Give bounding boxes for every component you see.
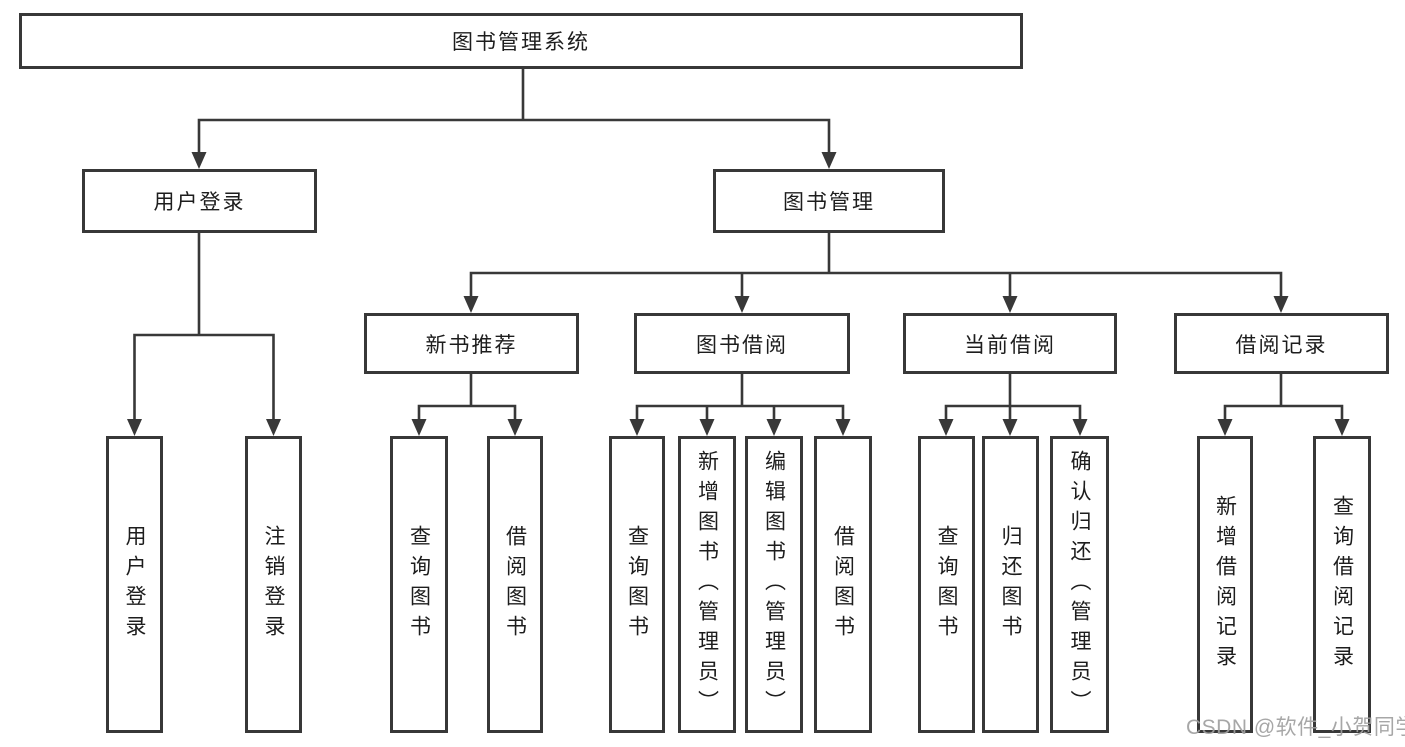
connector-borrowrecords-children bbox=[1217, 372, 1350, 436]
node-new-book-recommend: 新书推荐 bbox=[364, 313, 579, 374]
node-leaf-bb-edit-book: 编辑图书（管理员） bbox=[745, 436, 803, 733]
node-user-login: 用户登录 bbox=[82, 169, 317, 233]
arrowhead bbox=[191, 152, 837, 169]
node-leaf-cb-confirm-return-label: 确认归还（管理员） bbox=[1068, 449, 1091, 720]
connector-line bbox=[417, 372, 517, 422]
node-leaf-user-login: 用户登录 bbox=[106, 436, 163, 733]
node-leaf-bb-add-book: 新增图书（管理员） bbox=[678, 436, 736, 733]
node-leaf-bb-query-book-label: 查询图书 bbox=[625, 524, 649, 645]
connector-line bbox=[133, 231, 275, 422]
node-leaf-rec-query-book-label: 查询图书 bbox=[407, 524, 431, 645]
node-leaf-br-add-record: 新增借阅记录 bbox=[1197, 436, 1253, 733]
node-leaf-br-query-record: 查询借阅记录 bbox=[1313, 436, 1371, 733]
connector-newbookrec-children bbox=[411, 372, 523, 436]
connector-line bbox=[635, 372, 845, 422]
arrowhead bbox=[629, 419, 851, 436]
arrowhead bbox=[1217, 419, 1350, 436]
node-borrow-records-label: 借阅记录 bbox=[1235, 333, 1328, 357]
connector-currentborrow-children bbox=[938, 372, 1088, 436]
node-borrow-records: 借阅记录 bbox=[1174, 313, 1389, 374]
node-book-management-label: 图书管理 bbox=[783, 191, 875, 214]
node-book-management: 图书管理 bbox=[713, 169, 945, 233]
node-leaf-bb-add-book-label: 新增图书（管理员） bbox=[695, 449, 719, 720]
node-leaf-rec-borrow-book: 借阅图书 bbox=[487, 436, 543, 733]
node-leaf-cb-return-book-label: 归还图书 bbox=[999, 524, 1022, 645]
connector-root-to-level2 bbox=[191, 67, 837, 169]
node-user-login-label: 用户登录 bbox=[153, 191, 246, 214]
node-root-label: 图书管理系统 bbox=[452, 31, 590, 54]
node-leaf-bb-query-book: 查询图书 bbox=[609, 436, 665, 733]
node-leaf-br-add-record-label: 新增借阅记录 bbox=[1213, 494, 1237, 675]
node-leaf-bb-borrow-book: 借阅图书 bbox=[814, 436, 872, 733]
arrowhead bbox=[463, 296, 1289, 313]
node-leaf-logout: 注销登录 bbox=[245, 436, 302, 733]
node-leaf-bb-edit-book-label: 编辑图书（管理员） bbox=[762, 449, 786, 720]
csdn-watermark: CSDN @软件_小贺同学 bbox=[1186, 716, 1405, 739]
node-leaf-br-query-record-label: 查询借阅记录 bbox=[1330, 494, 1354, 675]
connector-userlogin-children bbox=[127, 231, 281, 436]
node-new-book-recommend-label: 新书推荐 bbox=[425, 333, 518, 357]
node-leaf-bb-borrow-book-label: 借阅图书 bbox=[831, 524, 855, 645]
node-leaf-user-login-label: 用户登录 bbox=[123, 524, 146, 645]
connector-bookmgmt-children bbox=[463, 231, 1289, 313]
node-leaf-cb-return-book: 归还图书 bbox=[982, 436, 1039, 733]
node-leaf-rec-borrow-book-label: 借阅图书 bbox=[503, 524, 527, 645]
arrowhead bbox=[127, 419, 281, 436]
node-leaf-rec-query-book: 查询图书 bbox=[390, 436, 448, 733]
connector-line bbox=[197, 67, 831, 155]
node-book-borrow: 图书借阅 bbox=[634, 313, 850, 374]
arrowhead bbox=[411, 419, 523, 436]
arrowhead bbox=[938, 419, 1088, 436]
connector-line bbox=[469, 231, 1283, 299]
node-book-borrow-label: 图书借阅 bbox=[696, 333, 788, 357]
node-current-borrow: 当前借阅 bbox=[903, 313, 1117, 374]
connector-line bbox=[944, 372, 1082, 422]
node-leaf-logout-label: 注销登录 bbox=[262, 524, 285, 645]
node-current-borrow-label: 当前借阅 bbox=[964, 333, 1056, 357]
node-leaf-cb-query-book-label: 查询图书 bbox=[935, 524, 958, 645]
node-leaf-cb-query-book: 查询图书 bbox=[918, 436, 975, 733]
connector-line bbox=[1223, 372, 1344, 422]
connector-bookborrow-children bbox=[629, 372, 851, 436]
node-leaf-cb-confirm-return: 确认归还（管理员） bbox=[1050, 436, 1109, 733]
node-root: 图书管理系统 bbox=[19, 13, 1023, 69]
